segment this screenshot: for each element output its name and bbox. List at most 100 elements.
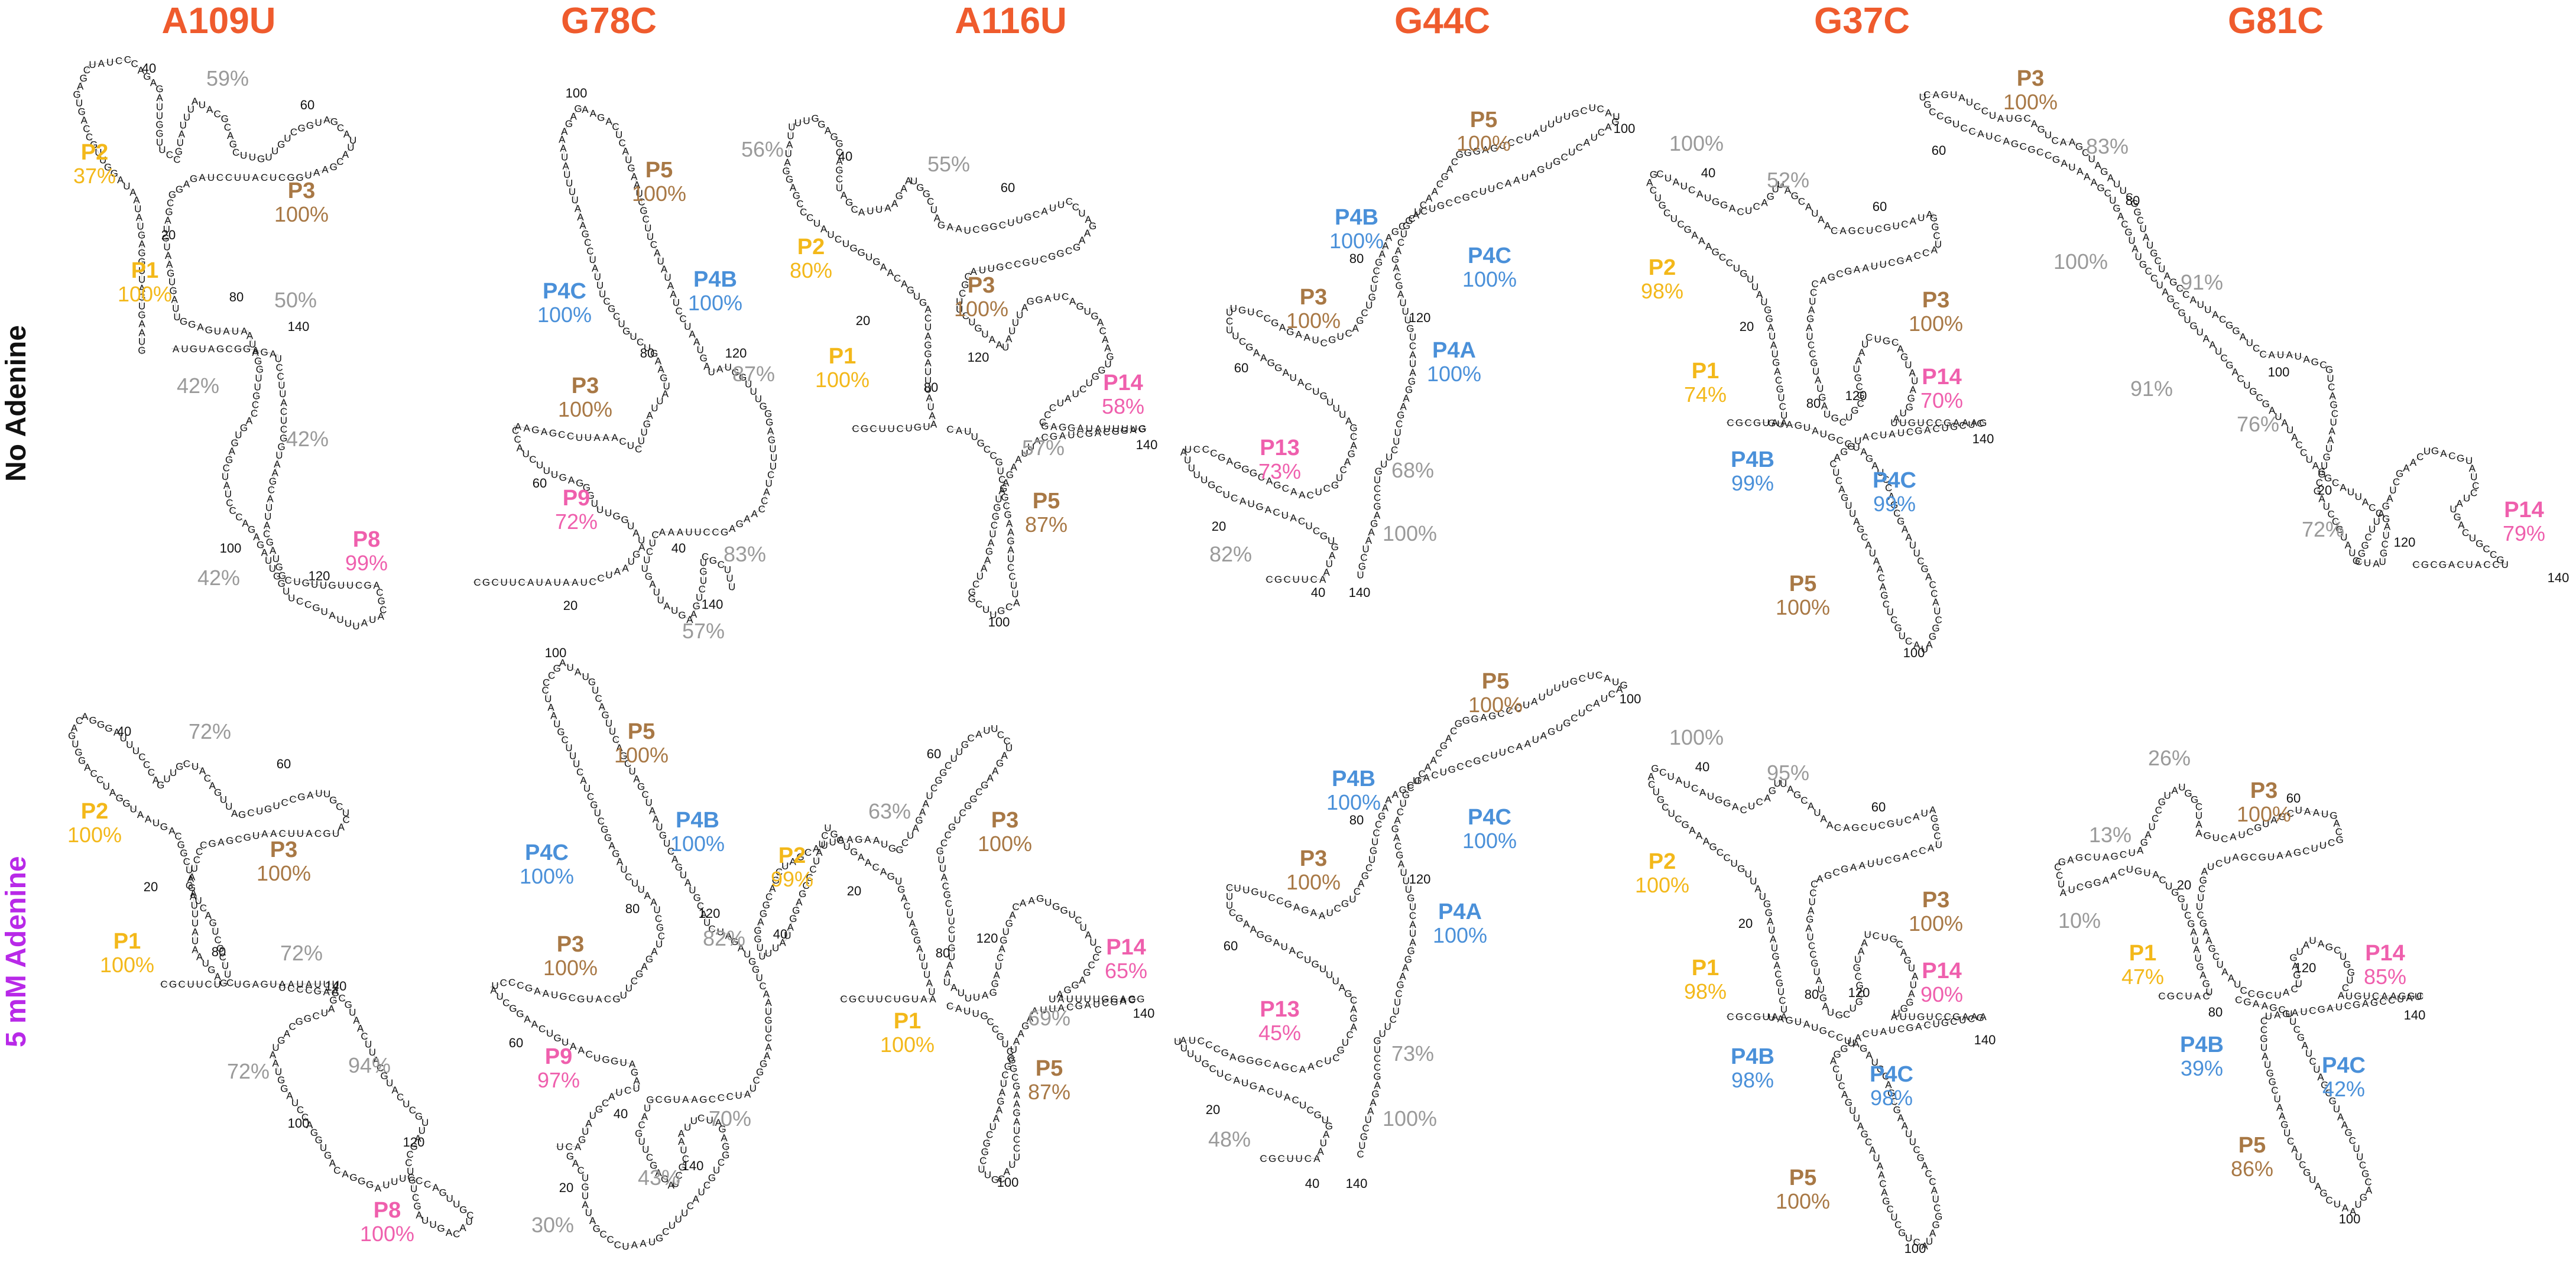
position-number: 40 <box>1701 165 1715 180</box>
helix-name: P5 <box>1470 108 1497 132</box>
nucleotide: U <box>995 493 1002 505</box>
position-number: 60 <box>1234 361 1248 375</box>
nucleotide: C <box>76 715 83 726</box>
nucleotide: G <box>1121 425 1128 436</box>
nucleotide: A <box>1865 540 1872 551</box>
nucleotide: A <box>1374 509 1381 521</box>
nucleotide: A <box>145 813 152 824</box>
nucleotide: U <box>2364 557 2371 569</box>
nucleotide: G <box>1255 1057 1263 1068</box>
nucleotide: G <box>1405 384 1413 395</box>
nucleotide: C <box>796 199 803 210</box>
nucleotide: A <box>1805 202 1812 213</box>
nucleotide: U <box>2465 455 2473 466</box>
nucleotide: U <box>347 142 354 153</box>
nucleotide: U <box>927 401 935 413</box>
nucleotide: A <box>1020 897 1027 908</box>
nucleotide: A <box>1729 203 1736 214</box>
nucleotide: A <box>1265 504 1272 515</box>
nucleotide: G <box>225 454 233 465</box>
nucleotide: G <box>2085 879 2092 891</box>
nucleotide: G <box>1344 988 1352 999</box>
nucleotide: C <box>407 1172 414 1183</box>
nucleotide: U <box>589 254 596 265</box>
nucleotide: A <box>1065 393 1072 404</box>
nucleotide: G <box>1397 410 1404 421</box>
nucleotide: C <box>2250 852 2257 863</box>
nucleotide: A <box>323 114 330 125</box>
nucleotide: U <box>750 386 757 397</box>
region-percentage: 94% <box>348 1053 391 1077</box>
nucleotide: U <box>191 900 198 911</box>
nucleotide: C <box>2082 147 2089 158</box>
nucleotide: A <box>629 1059 636 1070</box>
nucleotide: G <box>226 835 233 846</box>
nucleotide: A <box>1297 376 1305 388</box>
position-number: 100 <box>220 541 242 556</box>
nucleotide: C <box>1905 814 1912 826</box>
nucleotide: C <box>336 156 343 167</box>
nucleotide: C <box>1260 1153 1267 1164</box>
nucleotide: G <box>1286 326 1294 337</box>
nucleotide: C <box>558 429 565 440</box>
nucleotide: A <box>2107 173 2114 184</box>
nucleotide: U <box>671 605 678 616</box>
nucleotide: G <box>1883 335 1890 346</box>
nucleotide: C <box>200 902 207 914</box>
backbone-line <box>1920 94 2507 565</box>
nucleotide: G <box>849 993 856 1005</box>
nucleotide: U <box>1806 331 1813 342</box>
nucleotide: A <box>984 554 991 566</box>
nucleotide: U <box>187 979 194 990</box>
nucleotide: A <box>1877 564 1884 575</box>
nucleotide: G <box>793 190 800 202</box>
nucleotide: A <box>1774 366 1781 377</box>
nucleotide: C <box>2490 549 2497 560</box>
nucleotide: U <box>332 828 339 839</box>
region-percentage: 70% <box>709 1106 751 1131</box>
nucleotide: G <box>2454 511 2461 522</box>
nucleotide: G <box>1930 213 1938 224</box>
nucleotide: C <box>376 587 383 598</box>
nucleotide: U <box>1312 335 1319 346</box>
nucleotide: U <box>1777 392 1785 404</box>
position-number: 100 <box>997 1175 1019 1190</box>
nucleotide: C <box>1420 200 1427 211</box>
nucleotide: C <box>964 271 971 282</box>
nucleotide: U <box>627 521 634 532</box>
nucleotide: G <box>2150 248 2158 259</box>
nucleotide: C <box>2220 353 2227 364</box>
nucleotide: U <box>1021 448 1028 459</box>
nucleotide: C <box>1873 930 1880 941</box>
nucleotide: C <box>761 495 768 507</box>
nucleotide: A <box>572 577 579 588</box>
nucleotide: U <box>1223 489 1230 501</box>
nucleotide: A <box>2475 559 2482 570</box>
nucleotide: G <box>1246 1055 1254 1066</box>
nucleotide: U <box>536 577 543 588</box>
nucleotide: U <box>2120 185 2127 196</box>
nucleotide: G <box>2225 359 2233 371</box>
nucleotide: U <box>1010 580 1017 591</box>
nucleotide: U <box>726 573 733 584</box>
nucleotide: G <box>835 165 843 176</box>
helix-percentage: 100% <box>1776 1189 1830 1213</box>
nucleotide: G <box>1267 358 1275 369</box>
nucleotide: A <box>515 421 522 432</box>
nucleotide: U <box>1942 422 1949 433</box>
nucleotide: C <box>1062 291 1069 302</box>
nucleotide: C <box>2215 858 2223 869</box>
nucleotide: U <box>641 563 648 574</box>
nucleotide: U <box>1896 817 1903 828</box>
helix-percentage: 86% <box>2231 1157 2273 1181</box>
nucleotide: A <box>1913 811 1920 822</box>
nucleotide: A <box>190 888 197 899</box>
nucleotide: A <box>342 149 349 160</box>
nucleotide: A <box>1888 491 1895 502</box>
nucleotide: G <box>997 605 1005 616</box>
nucleotide: G <box>1819 1025 1827 1037</box>
helix-percentage: 98% <box>1641 279 1683 303</box>
nucleotide: U <box>599 288 606 300</box>
nucleotide: A <box>1446 164 1454 175</box>
